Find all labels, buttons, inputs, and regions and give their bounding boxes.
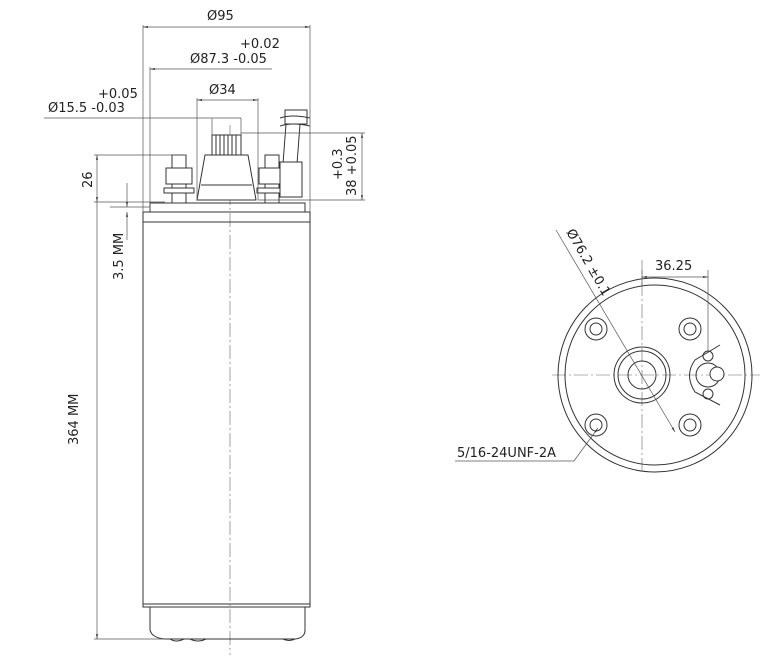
top-flange — [149, 202, 306, 213]
dim-height-38: 38 +0.05 — [345, 135, 360, 196]
end-outer-circle — [557, 277, 753, 473]
dim-dia-34: Ø34 — [209, 83, 236, 98]
dim-height-38-tol: +0.3 — [331, 148, 346, 180]
bolt-holes — [584, 317, 702, 437]
side-view: Ø95 +0.02 Ø87.3 -0.05 Ø34 +0.05 Ø15.5 -0… — [44, 9, 365, 655]
stud-right — [256, 154, 288, 204]
motor-body — [142, 211, 311, 608]
shaft-hub — [613, 346, 671, 404]
dim-offset-36-25: 36.25 — [655, 259, 692, 274]
cable — [279, 109, 311, 198]
dim-bolt-circle: Ø76.2 ±0.1 — [563, 227, 613, 299]
dim-height-3-5: 3.5 MM — [112, 233, 127, 280]
thread-spec-label: 5/16-24UNF-2A — [457, 446, 556, 461]
shaft-coupling — [196, 134, 257, 201]
dim-dia-15-tol: +0.05 — [98, 87, 138, 102]
dim-length-364: 364 MM — [67, 394, 82, 445]
dim-height-26: 26 — [81, 171, 96, 188]
bottom-cap — [149, 607, 306, 640]
dim-dia-15: Ø15.5 -0.03 — [48, 101, 125, 116]
end-view: Ø76.2 ±0.1 36.25 5/16-24UNF-2A — [455, 227, 760, 473]
stud-left — [163, 154, 195, 204]
dim-dia-95: Ø95 — [207, 9, 234, 24]
cable-connector — [689, 344, 725, 406]
dim-dia-87-tol: +0.02 — [240, 37, 280, 52]
dim-dia-87: Ø87.3 -0.05 — [190, 52, 267, 67]
